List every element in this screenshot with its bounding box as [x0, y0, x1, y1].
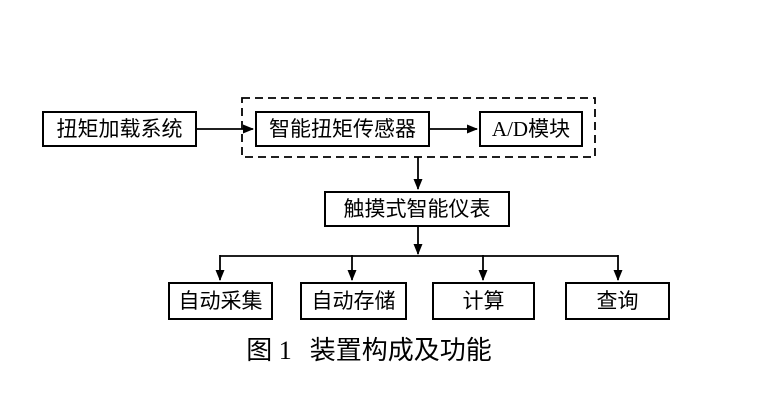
- node-auto-collect: 自动采集: [168, 282, 273, 320]
- node-torque-loading-system: 扭矩加载系统: [42, 111, 197, 147]
- node-calculate: 计算: [432, 282, 535, 320]
- node-touch-smart-meter: 触摸式智能仪表: [324, 191, 510, 227]
- figure-caption-title: 装置构成及功能: [309, 336, 492, 365]
- node-smart-torque-sensor: 智能扭矩传感器: [255, 111, 430, 147]
- node-query: 查询: [565, 282, 670, 320]
- figure-caption-number: 图 1: [246, 336, 292, 365]
- figure-caption: 图 1 装置构成及功能: [246, 335, 492, 366]
- node-auto-store: 自动存储: [300, 282, 407, 320]
- node-ad-module: A/D模块: [479, 111, 583, 147]
